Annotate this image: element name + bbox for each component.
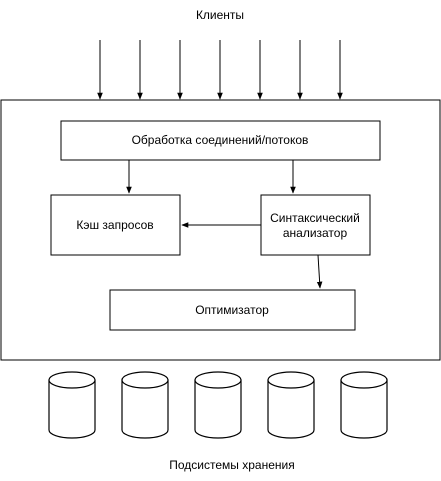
- query-cache-label: Кэш запросов: [76, 218, 153, 232]
- storage-cylinder: [267, 371, 315, 439]
- storage-cylinder-top: [121, 371, 169, 389]
- connection-handler-label: Обработка соединений/потоков: [132, 133, 309, 147]
- clients-label: Клиенты: [196, 8, 244, 22]
- storage-cylinder: [121, 371, 169, 439]
- storage-cylinder-top: [267, 371, 315, 389]
- edge-parser-to-optimizer: [316, 254, 323, 289]
- storage-cylinder: [340, 371, 388, 439]
- storage-cylinders: [48, 371, 388, 439]
- connection-handler-box: [60, 120, 381, 161]
- storage-cylinder-body: [267, 379, 315, 439]
- storage-cylinder-body: [194, 379, 242, 439]
- storage-cylinder-top: [340, 371, 388, 389]
- storage-cylinder-body: [48, 379, 96, 439]
- storage-cylinder-body: [121, 379, 169, 439]
- optimizer-node: Оптимизатор: [109, 289, 356, 331]
- client-arrows: [97, 40, 343, 100]
- storage-cylinder-body: [340, 379, 388, 439]
- optimizer-label: Оптимизатор: [195, 303, 269, 317]
- parser-box: [260, 194, 371, 256]
- storage-cylinder: [48, 371, 96, 439]
- storage-cylinder-top: [48, 371, 96, 389]
- storage-cylinder-top: [194, 371, 242, 389]
- storage-cylinder: [194, 371, 242, 439]
- query-cache-node: Кэш запросов: [50, 194, 181, 256]
- parser-label-line2: анализатор: [283, 226, 348, 240]
- connection-handler-node: Обработка соединений/потоков: [60, 120, 381, 161]
- query-cache-box: [50, 194, 181, 256]
- parser-label-line1: Синтаксический: [270, 211, 360, 225]
- optimizer-box: [109, 289, 356, 331]
- storage-label: Подсистемы хранения: [169, 458, 294, 472]
- parser-node: Синтаксический анализатор: [260, 194, 371, 256]
